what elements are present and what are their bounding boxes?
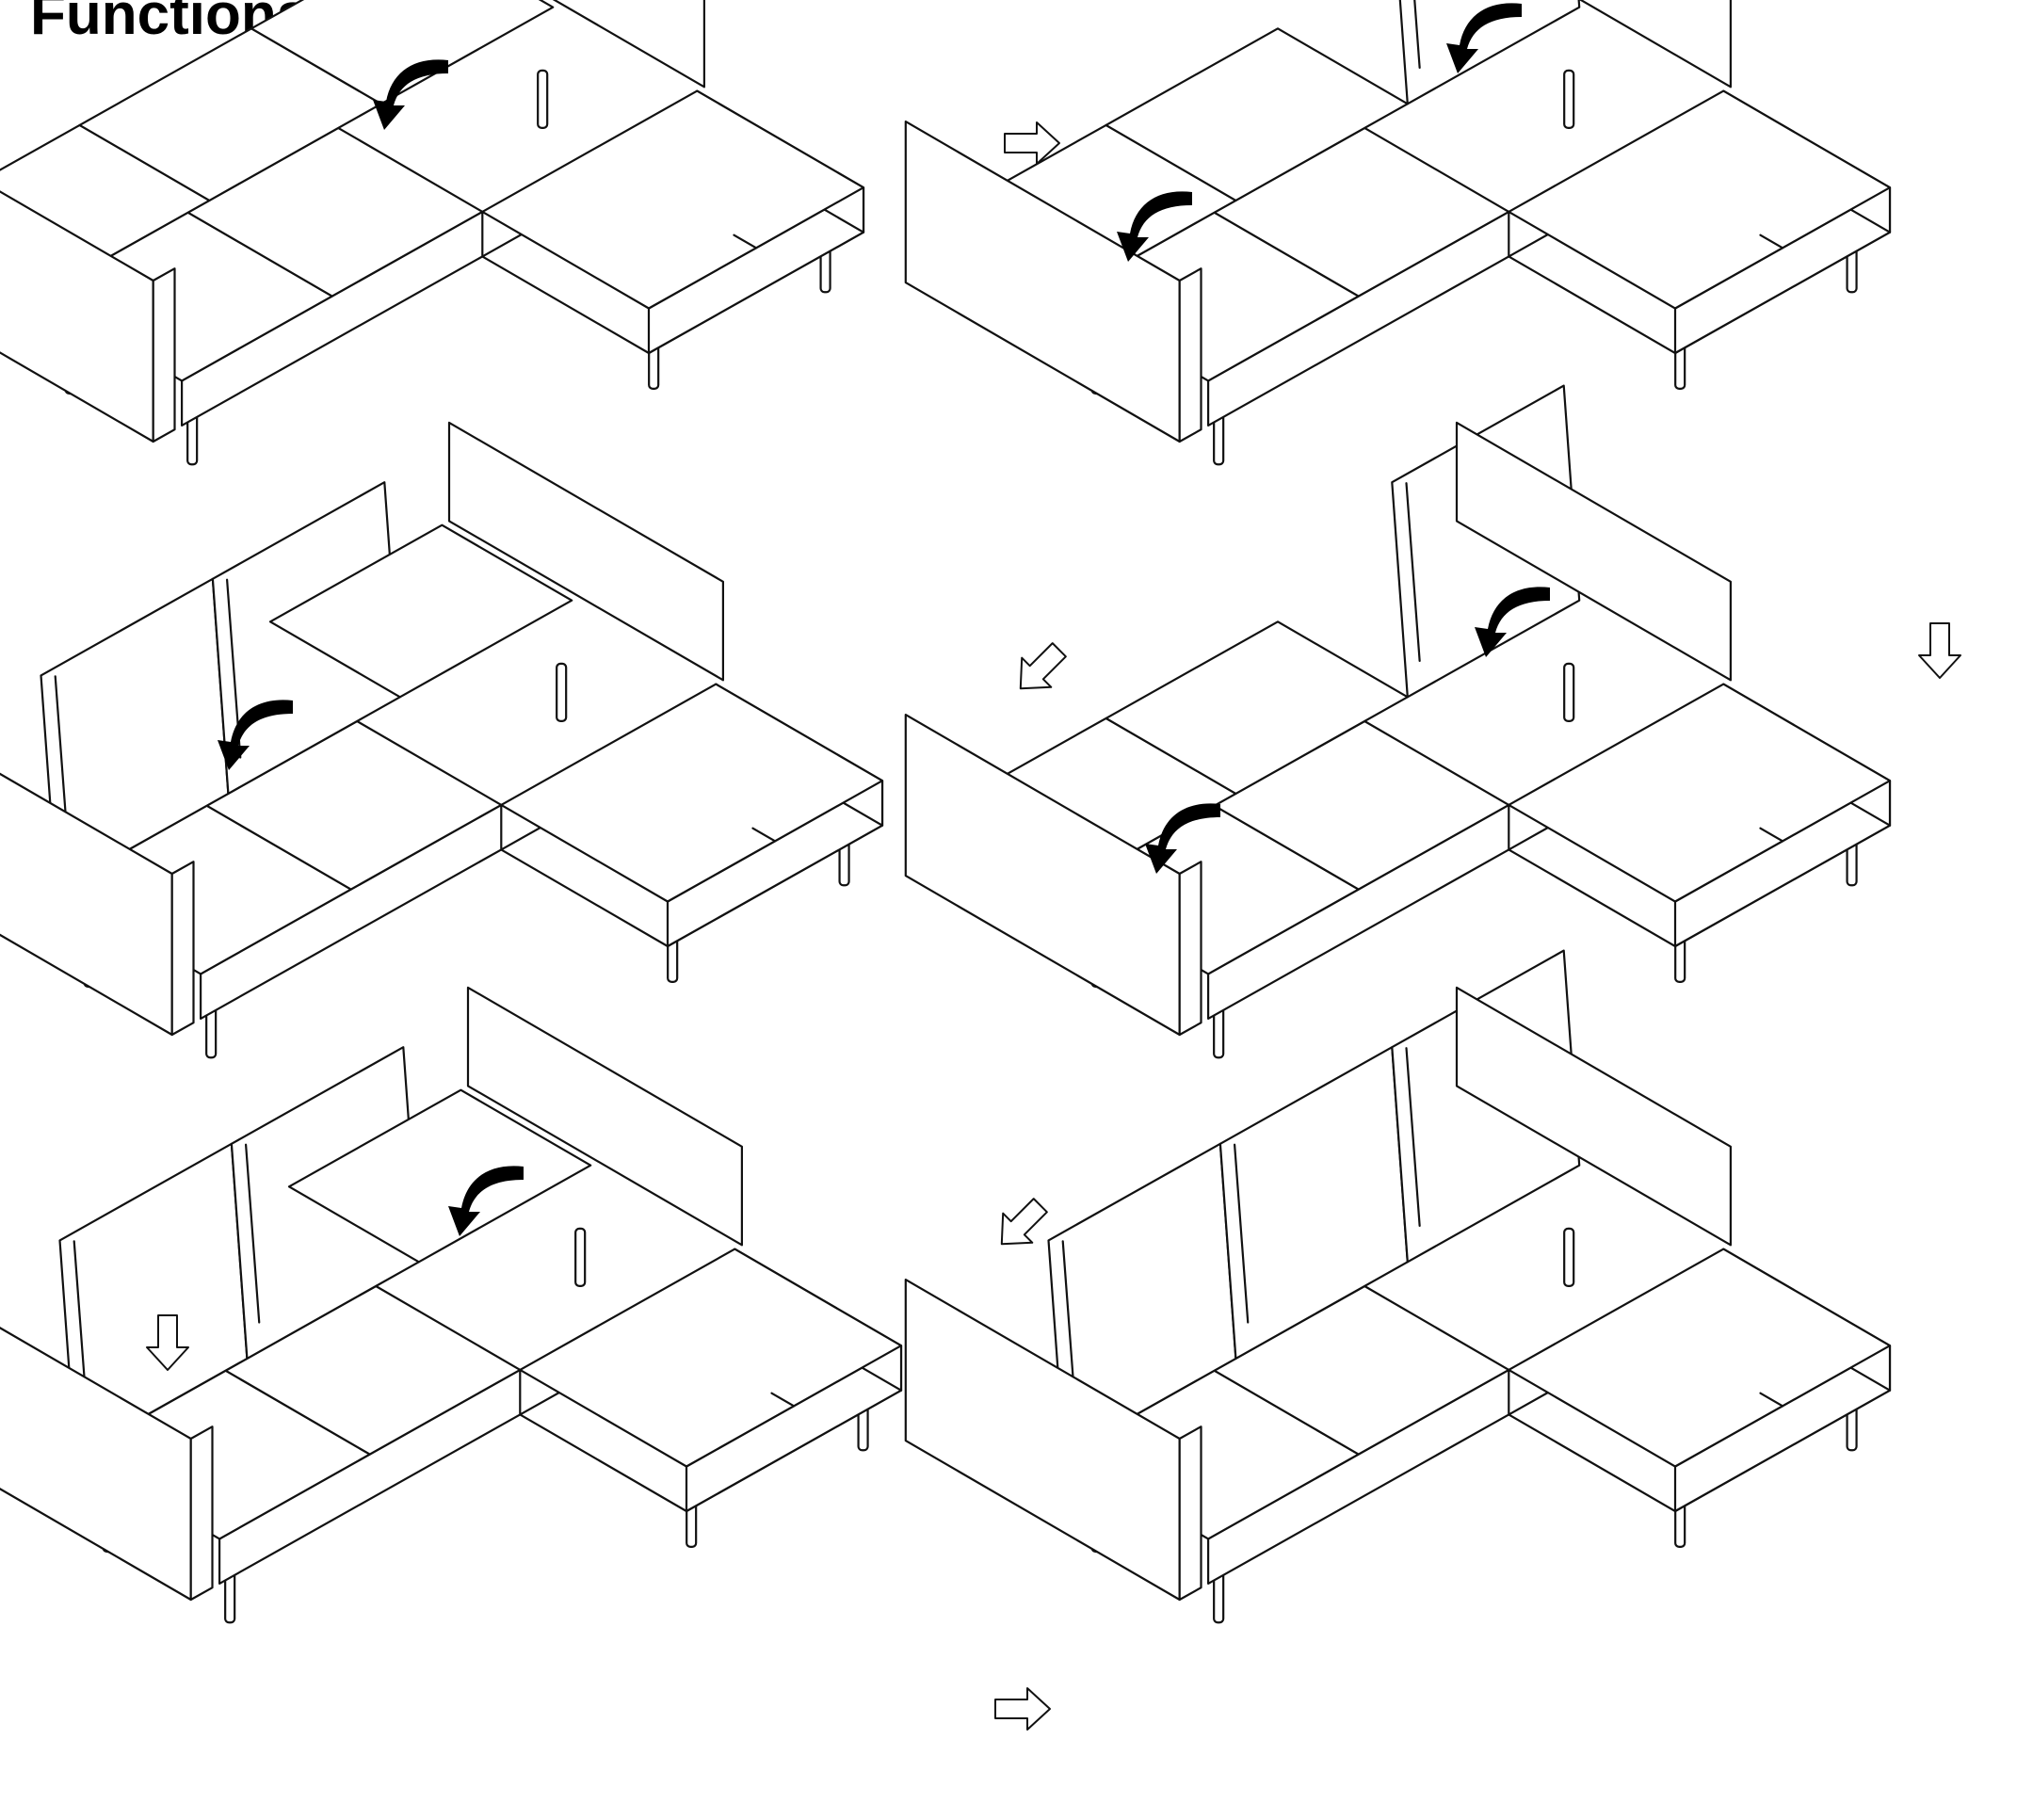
leg	[557, 664, 566, 721]
sofa-step-5	[0, 988, 901, 1622]
flow-arrow-2-to-3	[1006, 636, 1073, 703]
leg	[575, 1229, 585, 1286]
sofa-step-2	[906, 0, 1890, 464]
leg	[1564, 71, 1573, 128]
flow-arrow-2-to-4	[1919, 623, 1960, 678]
leg	[1564, 664, 1573, 721]
hollow-arrow-icon	[1919, 623, 1960, 678]
hollow-arrow-icon	[995, 1688, 1050, 1730]
flow-arrow-5-to-6	[995, 1688, 1050, 1730]
left-armrest-front	[1180, 268, 1202, 442]
hollow-arrow-icon	[987, 1191, 1055, 1259]
hollow-arrow-icon	[1006, 636, 1073, 703]
left-armrest-front	[1180, 1426, 1202, 1600]
sofa-step-4	[906, 386, 1890, 1058]
left-armrest-front	[153, 268, 175, 442]
sofa-step-6	[906, 951, 1890, 1623]
sofa-step-3	[0, 423, 882, 1057]
left-armrest-front	[191, 1426, 213, 1600]
left-armrest-front	[1180, 862, 1202, 1035]
left-armrest-front	[172, 862, 194, 1035]
leg	[1564, 1229, 1573, 1286]
leg	[538, 71, 547, 128]
flow-arrow-4-to-5	[987, 1191, 1055, 1259]
